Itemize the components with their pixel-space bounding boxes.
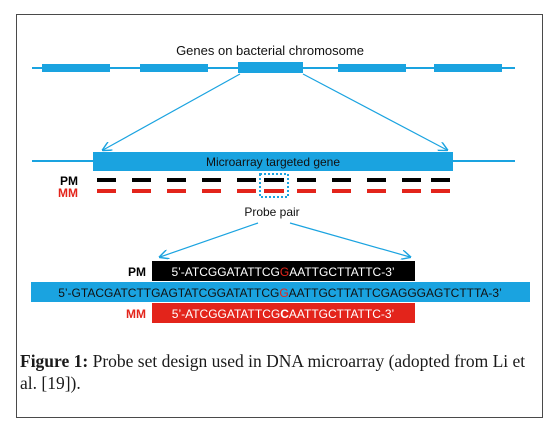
target-sequence-bar	[31, 282, 530, 302]
gene-block	[338, 64, 406, 72]
probe-pair	[431, 178, 450, 193]
mm-sequence: 5’-ATCGGATATTCGCAATTGCTTATTC-3’	[172, 307, 394, 321]
gene-block	[140, 64, 208, 72]
probe-pairs	[97, 178, 450, 193]
probe-pair	[402, 178, 421, 193]
expand-arrow-right	[302, 73, 447, 150]
probe-pair-highlight-box	[259, 173, 289, 198]
gene-block	[434, 64, 502, 72]
mm-sequence-bar	[152, 303, 415, 323]
probe-pair	[237, 178, 256, 193]
targeted-gene-label: Microarray targeted gene	[206, 155, 340, 169]
targeted-gene-box	[93, 152, 453, 171]
expand-arrow-left	[103, 73, 241, 150]
probe-pair	[202, 178, 221, 193]
caption-label: Figure 1:	[20, 351, 89, 371]
probe-pair	[332, 178, 351, 193]
probe-pair	[297, 178, 316, 193]
probe-pair	[167, 178, 186, 193]
target-sequence: 5’-GTACGATCTTGAGTATCGGATATTCGGAATTGCTTAT…	[58, 286, 502, 300]
chromosome-title: Genes on bacterial chromosome	[176, 43, 364, 58]
gene-block-targeted	[238, 62, 303, 73]
pm-label: PM	[60, 174, 78, 188]
zoom-arrow-left	[160, 222, 259, 257]
probe-pair-label: Probe pair	[244, 205, 299, 219]
pm-sequence-label: PM	[128, 265, 146, 279]
probe-set-diagram: Genes on bacterial chromosome Microarray…	[31, 43, 530, 323]
caption-text: Probe set design used in DNA microarray …	[20, 351, 526, 393]
pm-sequence-bar	[152, 261, 415, 281]
zoom-arrow-right	[289, 222, 410, 257]
gene-block	[42, 64, 110, 72]
pm-sequence: 5’-ATCGGATATTCGGAATTGCTTATTC-3’	[171, 265, 394, 279]
figure-caption: Figure 1: Probe set design used in DNA m…	[20, 350, 540, 394]
figure-frame	[16, 14, 543, 418]
probe-pair	[97, 178, 116, 193]
probe-pair-highlighted	[264, 178, 284, 193]
probe-pair	[367, 178, 386, 193]
mm-sequence-label: MM	[126, 307, 146, 321]
mm-label: MM	[58, 186, 78, 200]
probe-pair	[132, 178, 151, 193]
